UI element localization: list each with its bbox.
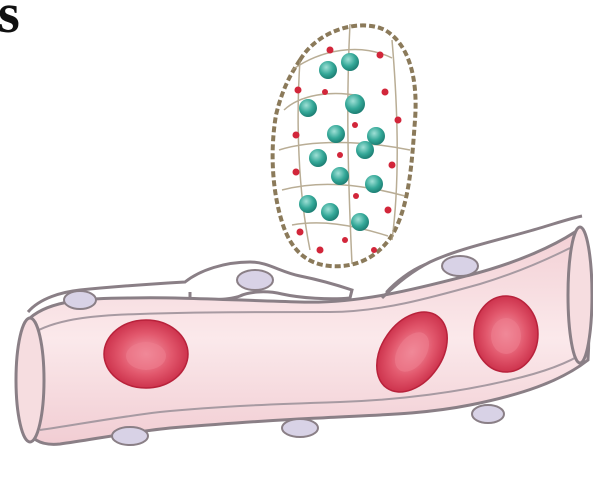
teal-granule — [351, 213, 369, 231]
endothelial-nucleus — [282, 419, 318, 437]
red-granule — [382, 89, 389, 96]
teal-granule — [319, 61, 337, 79]
vessel-right-opening — [568, 227, 592, 363]
red-granule — [389, 162, 396, 169]
red-granule — [371, 247, 377, 253]
red-blood-cell-center — [491, 318, 521, 354]
teal-granule — [356, 141, 374, 159]
teal-granule — [365, 175, 383, 193]
red-granule — [385, 207, 392, 214]
red-granule — [327, 47, 334, 54]
teal-granule — [367, 127, 385, 145]
red-granule — [353, 193, 359, 199]
endothelial-nucleus — [112, 427, 148, 445]
teal-granule — [341, 53, 359, 71]
teal-granule — [299, 195, 317, 213]
teal-granule — [327, 125, 345, 143]
red-granule — [377, 52, 384, 59]
teal-granule — [321, 203, 339, 221]
teal-granule — [345, 94, 365, 114]
red-granule — [322, 89, 328, 95]
teal-granule — [309, 149, 327, 167]
red-blood-cell-center — [126, 342, 166, 370]
red-granule — [337, 152, 343, 158]
endothelial-nucleus — [64, 291, 96, 309]
red-granule — [295, 87, 302, 94]
red-granule — [395, 117, 402, 124]
red-granule — [317, 247, 324, 254]
red-granule — [342, 237, 348, 243]
red-granule — [293, 132, 300, 139]
red-granule — [293, 169, 300, 176]
platelet-clot — [273, 24, 416, 266]
endothelial-nucleus — [472, 405, 504, 423]
teal-granule — [299, 99, 317, 117]
red-granule — [352, 122, 358, 128]
teal-granule — [331, 167, 349, 185]
endothelial-nucleus — [442, 256, 478, 276]
endothelial-nucleus — [237, 270, 273, 290]
vessel-left-opening — [16, 318, 44, 442]
red-granule — [297, 229, 304, 236]
